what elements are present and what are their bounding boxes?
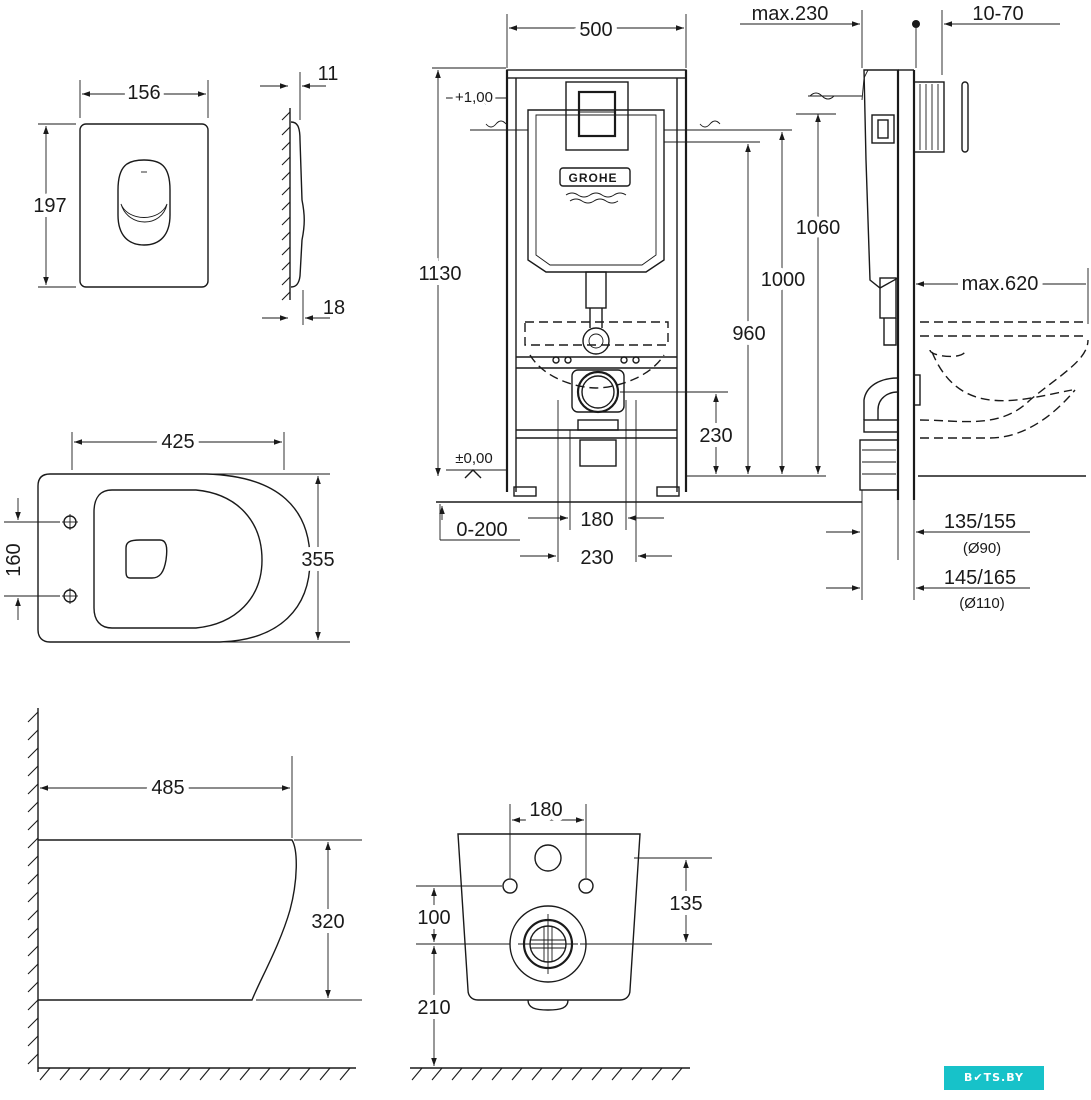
frame-side-view: max.230 10-70 bbox=[740, 3, 1089, 612]
pipe-135-155-label: 135/155 bbox=[944, 511, 1016, 533]
side-10-70-label: 10-70 bbox=[972, 3, 1023, 25]
bowl-length-label: 355 bbox=[301, 549, 334, 571]
rear-100-label: 100 bbox=[417, 907, 450, 929]
width-180-label: 180 bbox=[580, 509, 613, 531]
bowl-width-label: 425 bbox=[161, 431, 194, 453]
level-top-label: +1,00 bbox=[455, 89, 493, 106]
level-zero-label: ±0,00 bbox=[455, 450, 492, 467]
height-1000-label: 1000 bbox=[761, 269, 806, 291]
pipe-145-165-label: 145/165 bbox=[944, 567, 1016, 589]
bowl-rear-view: 180 135 100 210 bbox=[410, 794, 712, 1081]
side-length-label: 485 bbox=[151, 777, 184, 799]
rear-210-label: 210 bbox=[417, 997, 450, 1019]
height-1130-label: 1130 bbox=[418, 263, 461, 285]
rear-135-label: 135 bbox=[669, 893, 702, 915]
pipe-d90-label: (Ø90) bbox=[963, 540, 1001, 557]
rear-spacing-label: 180 bbox=[529, 799, 562, 821]
side-height-label: 320 bbox=[311, 911, 344, 933]
flush-plate-side-view: 11 18 bbox=[260, 63, 345, 325]
width-230-label: 230 bbox=[580, 547, 613, 569]
height-1060-label: 1060 bbox=[796, 217, 841, 239]
height-960-label: 960 bbox=[732, 323, 765, 345]
adjust-0-200-label: 0-200 bbox=[456, 519, 507, 541]
bowl-side-view: 485 320 bbox=[27, 708, 362, 1081]
flush-plate-front-view: 156 197 bbox=[28, 78, 209, 288]
plate-width-label: 156 bbox=[127, 82, 160, 104]
max-620-label: max.620 bbox=[962, 273, 1039, 295]
pipe-d110-label: (Ø110) bbox=[959, 595, 1005, 612]
height-230-label: 230 bbox=[699, 425, 732, 447]
frame-front-view: 500 GROHE bbox=[413, 14, 862, 569]
site-watermark: B✔TS.BY bbox=[944, 1066, 1044, 1090]
plate-depth-top-label: 11 bbox=[318, 63, 339, 85]
plate-height-label: 197 bbox=[33, 195, 66, 217]
bowl-holes-label: 160 bbox=[3, 543, 25, 576]
grohe-logo: GROHE bbox=[568, 171, 617, 185]
side-max-230-label: max.230 bbox=[752, 3, 829, 25]
plate-depth-bottom-label: 18 bbox=[323, 297, 345, 319]
frame-width-label: 500 bbox=[579, 19, 612, 41]
bowl-top-view: 425 160 355 bbox=[0, 426, 350, 643]
